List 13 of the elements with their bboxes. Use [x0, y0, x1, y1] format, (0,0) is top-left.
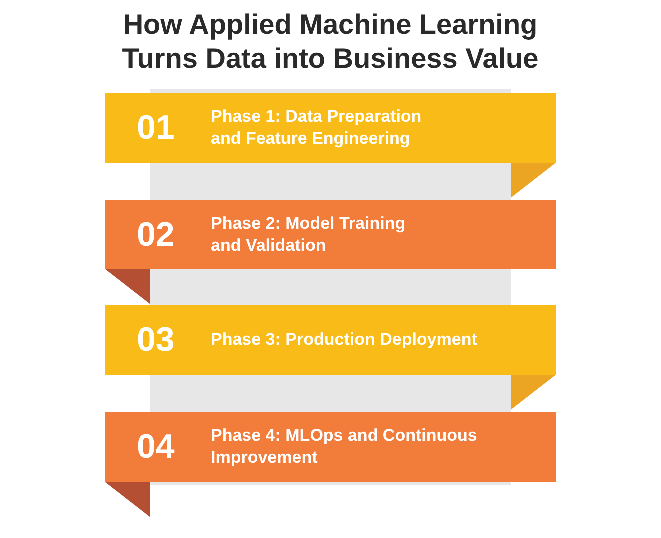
step-title: Phase 4: MLOps and Continuous Improvement — [211, 425, 478, 469]
step-number: 02 — [137, 216, 175, 254]
step-number: 04 — [137, 428, 175, 466]
step-title: Phase 3: Production Deployment — [211, 329, 478, 351]
ribbon-banner — [105, 93, 556, 163]
diagram-title: How Applied Machine Learning Turns Data into Business Value — [121, 8, 540, 76]
step-title: Phase 1: Data Preparation and Feature Engineering — [211, 106, 423, 150]
ribbon-banner — [105, 305, 556, 375]
step-title: Phase 2: Model Training and Validation — [211, 212, 407, 256]
ribbon-banner — [105, 200, 556, 269]
step-number: 01 — [137, 109, 175, 147]
ribbon-banner — [105, 412, 556, 482]
step-number: 03 — [137, 321, 175, 359]
